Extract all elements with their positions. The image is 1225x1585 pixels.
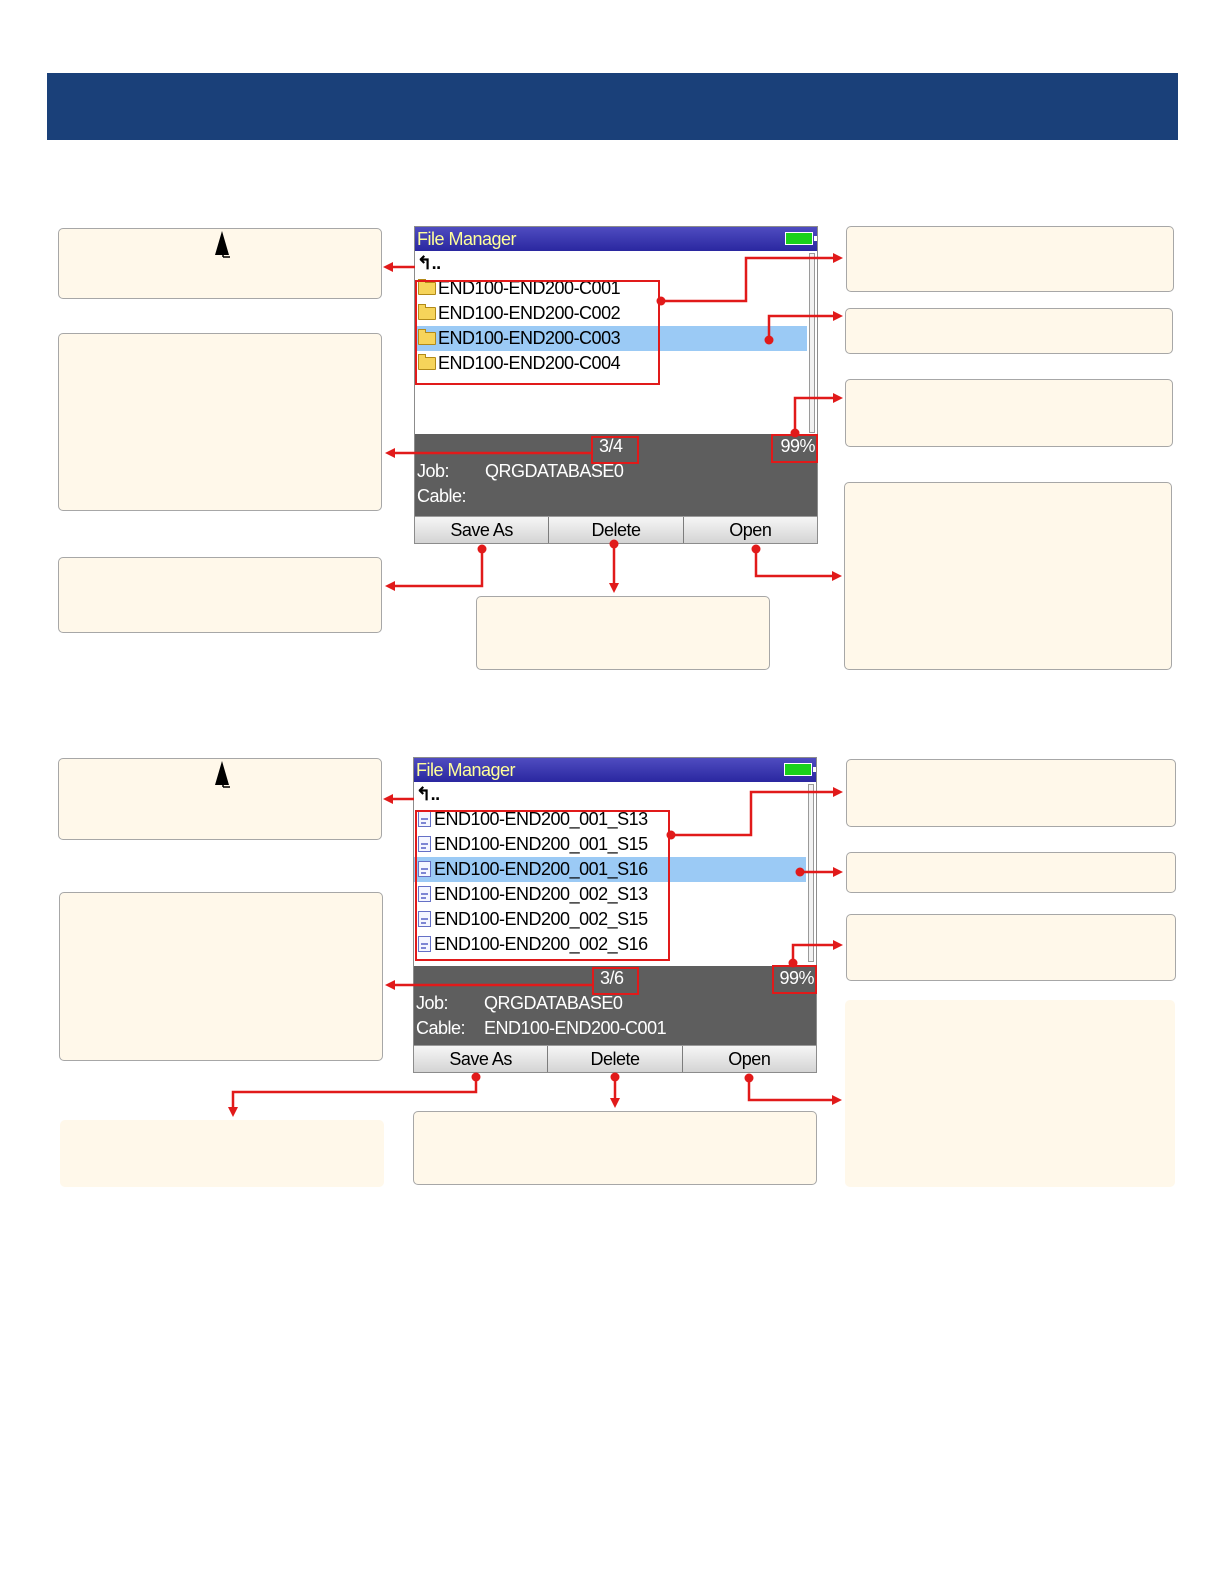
scrollbar[interactable] [809,253,815,433]
callout-selected-item-2 [846,852,1176,893]
list-item[interactable]: END100-END200-C002 [415,301,807,326]
list-item-label: END100-END200_002_S15 [434,909,648,929]
callout-file-list-2 [846,759,1176,827]
scrollbar[interactable] [808,784,814,962]
list-item-label: END100-END200-C001 [438,278,621,298]
item-counter: 3/6 [600,968,624,988]
list-item[interactable]: END100-END200-C001 [415,276,807,301]
callout-delete-1 [476,596,770,670]
file-icon [418,886,431,902]
parent-directory-entry[interactable]: ↰.. [417,253,441,273]
list-item[interactable]: END100-END200_002_S13 [414,882,806,907]
callout-open-2 [845,1000,1175,1187]
file-manager-screen-files: File Manager ↰.. END100-END200_001_S13 E… [413,757,817,1073]
file-icon [418,836,431,852]
job-value: QRGDATABASE0 [484,993,623,1013]
list-item-selected[interactable]: END100-END200-C003 [415,326,807,351]
list-item-label: END100-END200-C003 [438,328,621,348]
list-item-label: END100-END200_002_S13 [434,884,648,904]
file-list: ↰.. END100-END200-C001 END100-END200-C00… [415,251,807,376]
job-value: QRGDATABASE0 [485,461,624,481]
callout-parent-directory-2 [58,758,382,840]
memory-usage: 99% [779,968,814,988]
file-list: ↰.. END100-END200_001_S13 END100-END200_… [414,782,806,957]
callout-item-counter-2 [59,892,383,1061]
parent-directory-entry[interactable]: ↰.. [416,784,440,804]
screen-title-bar: File Manager [414,758,816,782]
job-label: Job: [417,461,450,481]
list-item-label: END100-END200_001_S15 [434,834,648,854]
list-item[interactable]: END100-END200_001_S13 [414,807,806,832]
memory-usage: 99% [780,436,815,456]
battery-icon [784,763,816,776]
folder-icon [418,329,436,345]
page-header-bar [47,73,1178,140]
list-item[interactable]: END100-END200-C004 [415,351,807,376]
list-item-label: END100-END200_002_S16 [434,934,648,954]
screen-title: File Manager [417,229,517,249]
list-item[interactable]: END100-END200_002_S16 [414,932,806,957]
item-counter: 3/4 [599,436,623,456]
folder-icon [418,354,436,370]
status-panel: 3/6 99% Job: QRGDATABASE0 Cable: END100-… [414,966,816,1048]
cable-label: Cable: [417,486,467,506]
up-arrow-icon [215,761,230,788]
callout-save-as-2 [60,1120,384,1187]
callout-memory-1 [845,379,1173,447]
list-item-label: END100-END200-C004 [438,353,621,373]
list-item[interactable]: END100-END200_002_S15 [414,907,806,932]
list-item-label: END100-END200-C002 [438,303,621,323]
file-manager-screen-folders: File Manager ↰.. END100-END200-C001 END1… [414,226,818,544]
softkey-bar: Save As Delete Open [414,1045,816,1072]
callout-delete-2 [413,1111,817,1185]
file-icon [418,911,431,927]
callout-memory-2 [846,914,1176,981]
open-button[interactable]: Open [728,1049,771,1069]
callout-parent-directory-1 [58,228,382,299]
callout-item-counter-1 [58,333,382,511]
file-icon [418,861,431,877]
job-label: Job: [416,993,449,1013]
list-item-label: END100-END200_001_S16 [434,859,648,879]
file-icon [418,936,431,952]
battery-icon [785,232,817,245]
cable-value: END100-END200-C001 [484,1018,667,1038]
screen-title: File Manager [416,760,516,780]
list-item-selected[interactable]: END100-END200_001_S16 [414,857,806,882]
folder-icon [418,304,436,320]
screen-title-bar: File Manager [415,227,817,251]
delete-button[interactable]: Delete [549,517,684,543]
softkey-bar: Save As Delete Open [415,516,817,543]
save-as-button[interactable]: Save As [415,517,550,543]
up-arrow-icon [215,231,230,258]
callout-save-as-1 [58,557,382,633]
list-item[interactable]: END100-END200_001_S15 [414,832,806,857]
open-button[interactable]: Open [729,520,772,540]
status-panel: 3/4 99% Job: QRGDATABASE0 Cable: [415,434,817,518]
folder-icon [418,279,436,295]
save-as-button[interactable]: Save As [414,1046,549,1072]
list-item-label: END100-END200_001_S13 [434,809,648,829]
callout-folder-list-1 [846,226,1174,292]
delete-button[interactable]: Delete [548,1046,683,1072]
callout-open-1 [844,482,1172,670]
cable-label: Cable: [416,1018,466,1038]
callout-selected-item-1 [845,308,1173,354]
file-icon [418,811,431,827]
